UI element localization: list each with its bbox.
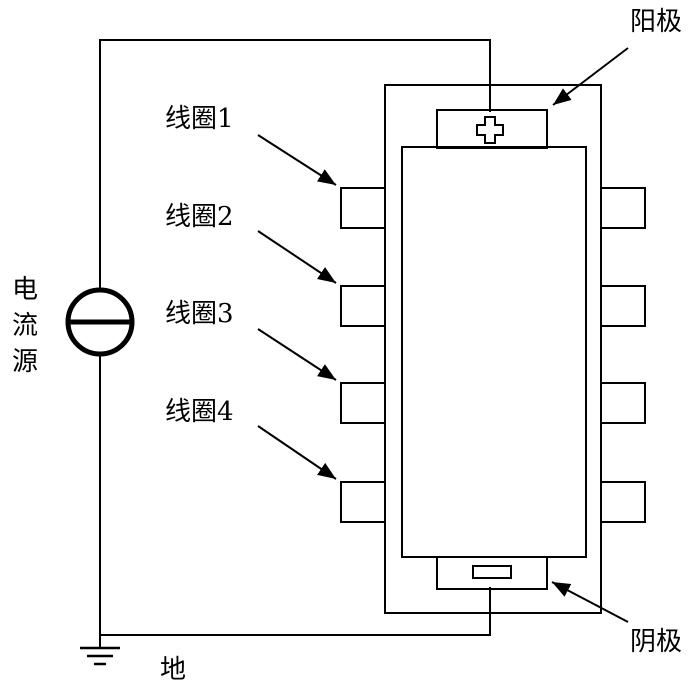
cathode-block bbox=[436, 556, 548, 590]
current-source bbox=[65, 287, 135, 357]
source-label-char-2: 流 bbox=[12, 311, 38, 341]
coil-4-right bbox=[600, 481, 646, 523]
coil-4-left bbox=[340, 481, 386, 523]
coils-right bbox=[600, 187, 646, 523]
coil-2-label: 线圈2 bbox=[165, 202, 234, 232]
wire-bottom bbox=[99, 355, 491, 636]
coil-4-label: 线圈4 bbox=[165, 397, 234, 427]
anode-label: 阳极 bbox=[630, 7, 682, 37]
coil-2-arrow bbox=[257, 230, 337, 284]
ground-symbol bbox=[80, 646, 120, 666]
minus-icon bbox=[472, 565, 512, 579]
coil-1-left bbox=[340, 187, 386, 229]
coil-2-right bbox=[600, 285, 646, 327]
coil-2-left bbox=[340, 285, 386, 327]
coil-3-left bbox=[340, 382, 386, 424]
coil-1-right bbox=[600, 187, 646, 229]
coil-3-arrow bbox=[257, 328, 337, 381]
anode-arrow bbox=[552, 47, 629, 106]
coil-1-label: 线圈1 bbox=[165, 104, 234, 134]
source-label-char-1: 电 bbox=[12, 275, 38, 305]
coil-3-label: 线圈3 bbox=[165, 299, 234, 329]
anode-block bbox=[436, 109, 548, 149]
cell-inner-chamber bbox=[401, 146, 587, 558]
plus-icon bbox=[476, 116, 504, 144]
coil-1-arrow bbox=[257, 134, 337, 186]
source-label-char-3: 源 bbox=[12, 347, 38, 377]
coils-left bbox=[340, 187, 386, 523]
cell-outer-frame bbox=[384, 84, 602, 614]
coil-4-arrow bbox=[257, 425, 337, 480]
circuit-wires bbox=[99, 39, 491, 648]
electrolytic-cell bbox=[384, 84, 602, 614]
coil-3-right bbox=[600, 382, 646, 424]
wire-top bbox=[99, 39, 491, 292]
cathode-arrow bbox=[551, 581, 629, 623]
cathode-label: 阴极 bbox=[630, 627, 682, 657]
leader-arrows bbox=[257, 47, 629, 623]
ground-label: 地 bbox=[160, 655, 186, 685]
